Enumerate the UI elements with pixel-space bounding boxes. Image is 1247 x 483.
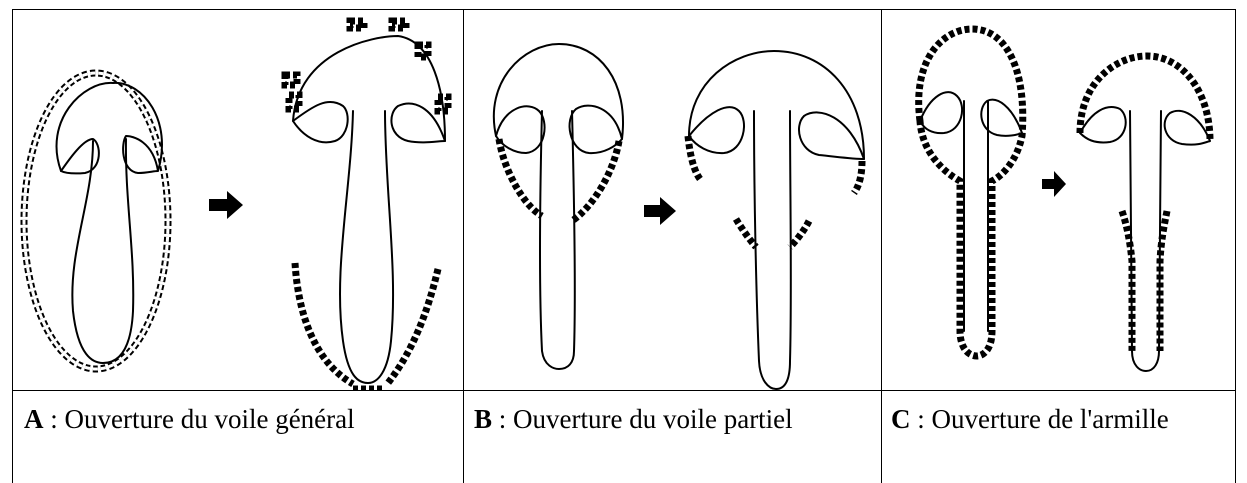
panel-b-illustration bbox=[464, 11, 881, 391]
mushroom-open-partial-veil bbox=[688, 51, 864, 389]
panel-c-illustration bbox=[882, 11, 1235, 391]
arrow-icon bbox=[1042, 171, 1066, 197]
mushroom-closed-universal-veil bbox=[24, 73, 168, 369]
mushroom-open-universal-veil bbox=[285, 21, 448, 389]
panel-a-illustration bbox=[13, 11, 463, 391]
caption-a-text: : Ouverture du voile général bbox=[44, 404, 355, 434]
caption-b: B : Ouverture du voile partiel bbox=[474, 404, 793, 435]
caption-c-text: : Ouverture de l'armille bbox=[911, 404, 1169, 434]
caption-c-letter: C bbox=[891, 404, 911, 434]
caption-b-text: : Ouverture du voile partiel bbox=[492, 404, 793, 434]
caption-a: A : Ouverture du voile général bbox=[24, 404, 355, 435]
mushroom-closed-partial-veil bbox=[494, 44, 623, 369]
arrow-icon bbox=[209, 191, 243, 219]
diagram-table: A : Ouverture du voile général B : Ouver… bbox=[12, 9, 1236, 483]
caption-c: C : Ouverture de l'armille bbox=[891, 404, 1169, 435]
mushroom-closed-armilla bbox=[919, 29, 1023, 356]
arrow-icon bbox=[644, 197, 676, 225]
table-border-right bbox=[1235, 10, 1236, 483]
mushroom-open-armilla bbox=[1080, 56, 1210, 371]
caption-a-letter: A bbox=[24, 404, 44, 434]
caption-b-letter: B bbox=[474, 404, 492, 434]
